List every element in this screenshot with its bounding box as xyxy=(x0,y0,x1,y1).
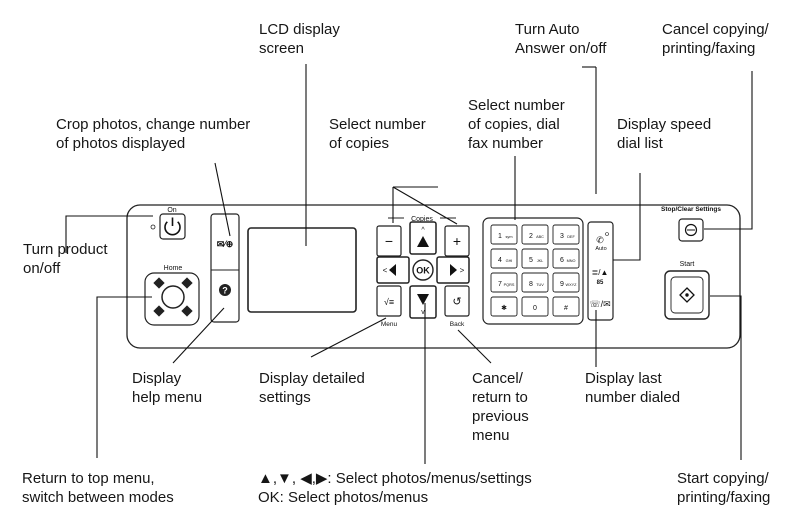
keypad-key-letters: sym xyxy=(506,235,513,239)
up-arrow-icon xyxy=(417,236,429,247)
callout-arrows: ▲,▼, ◀,▶: Select photos/menus/settings xyxy=(258,470,532,487)
keypad-key-letters: WXYZ xyxy=(566,283,578,287)
callout-help-menu: Display help menu xyxy=(132,370,203,406)
right-arrow-icon xyxy=(450,264,457,276)
copies-label: Copies xyxy=(411,216,433,223)
callout-turn-on: Turn product on/off xyxy=(23,241,108,277)
left-caret-icon: < xyxy=(383,266,388,275)
up-caret-icon: ^ xyxy=(421,227,425,234)
plus-icon: + xyxy=(453,233,461,249)
callout-auto-answer: Turn Auto Answer on/off xyxy=(515,21,607,57)
power-button[interactable] xyxy=(159,213,186,240)
keypad-key[interactable] xyxy=(521,296,549,317)
keypad-key-letters: TUV xyxy=(536,283,544,287)
keypad-key-number: 7 xyxy=(498,281,502,288)
fax-column xyxy=(587,221,614,321)
keypad-key[interactable] xyxy=(490,272,518,293)
callout-select-copies: Select number of copies xyxy=(329,116,426,152)
keypad-key-number: 1 xyxy=(498,233,502,240)
lcd-screen xyxy=(247,227,357,313)
callout-lcd: LCD display screen xyxy=(259,21,340,57)
right-caret-icon: > xyxy=(460,266,465,275)
back-button[interactable] xyxy=(444,285,470,317)
keypad-key-letters: ABC xyxy=(536,235,544,239)
keypad-key-number: 0 xyxy=(533,305,537,312)
menu-icon: √≡ xyxy=(384,297,394,307)
stop-label: Stop/Clear Settings xyxy=(661,206,721,213)
keypad-key[interactable] xyxy=(552,272,580,293)
back-label: Back xyxy=(450,321,465,328)
keypad-key[interactable] xyxy=(552,296,580,317)
keypad-key-number: 5 xyxy=(529,257,533,264)
auto-label: Auto xyxy=(595,246,606,252)
on-label: On xyxy=(167,207,176,214)
callout-cancel-copying: Cancel copying/ printing/faxing xyxy=(662,21,769,57)
ok-button[interactable] xyxy=(412,259,434,281)
keypad-key[interactable] xyxy=(490,224,518,245)
keypad-key[interactable] xyxy=(521,248,549,269)
keypad-key-number: 6 xyxy=(560,257,564,264)
keypad-key-number: 9 xyxy=(560,281,564,288)
left-control-column xyxy=(210,213,240,323)
keypad-key-number: # xyxy=(564,305,568,312)
copies-minus-button[interactable] xyxy=(376,225,402,257)
keypad-key-number: 2 xyxy=(529,233,533,240)
mode-icons xyxy=(153,277,193,317)
phone-icon[interactable]: ✆ xyxy=(596,235,604,245)
callout-start-copying: Start copying/ printing/faxing xyxy=(677,470,771,506)
menu-label: Menu xyxy=(381,321,398,328)
keypad-key-letters: JKL xyxy=(537,259,544,263)
stop-icon xyxy=(684,223,698,237)
callout-ok: OK: Select photos/menus xyxy=(258,489,429,506)
callout-copies-dial: Select number of copies, dial fax number xyxy=(468,97,565,152)
keypad-key-number: 8 xyxy=(529,281,533,288)
copies-plus-button[interactable] xyxy=(444,225,470,257)
callout-top-menu: Return to top menu, switch between modes xyxy=(22,470,174,506)
keypad-key-number: ✱ xyxy=(501,304,507,312)
keypad-key-letters: DEF xyxy=(567,235,575,239)
back-icon: ↺ xyxy=(452,296,461,308)
start-label: Start xyxy=(680,261,695,268)
start-icon xyxy=(679,287,695,303)
callout-crop-photos: Crop photos, change number of photos dis… xyxy=(56,116,251,152)
keypad-key[interactable] xyxy=(521,224,549,245)
speed-dial-icon[interactable]: ≣/▲ xyxy=(592,268,609,277)
speed-dial-subicon: 85 xyxy=(597,280,604,286)
keypad-key-letters: MNO xyxy=(567,259,576,263)
keypad-key[interactable] xyxy=(490,296,518,317)
home-label: Home xyxy=(164,265,183,272)
keypad-key[interactable] xyxy=(552,248,580,269)
ok-label: OK xyxy=(416,266,430,276)
down-caret-icon: v xyxy=(421,309,425,316)
callout-speed-dial: Display speed dial list xyxy=(617,116,712,152)
crop-zoom-icon[interactable]: ✉⁄⊕ xyxy=(217,239,234,249)
keypad-key[interactable] xyxy=(521,272,549,293)
left-arrow-icon xyxy=(389,264,396,276)
keypad-key-letters: GHI xyxy=(506,259,513,263)
redial-icon[interactable]: ☏/✉ xyxy=(589,299,610,309)
callout-back: Cancel/ return to previous menu xyxy=(472,370,529,444)
on-indicator-icon xyxy=(150,224,156,230)
down-arrow-icon xyxy=(417,294,429,305)
keypad-key-number: 4 xyxy=(498,257,502,264)
keypad-key[interactable] xyxy=(552,224,580,245)
help-button[interactable] xyxy=(219,284,231,296)
menu-button[interactable] xyxy=(376,285,402,317)
callout-last-number: Display last number dialed xyxy=(585,370,681,406)
keypad-key-letters: PQRS xyxy=(504,283,515,287)
help-icon: ? xyxy=(222,286,228,296)
home-center-button[interactable] xyxy=(161,285,185,309)
power-icon xyxy=(164,217,181,236)
leader-lines xyxy=(65,64,753,464)
keypad-key[interactable] xyxy=(490,248,518,269)
minus-icon: − xyxy=(385,233,393,249)
callout-detailed-settings: Display detailed settings xyxy=(259,370,365,406)
keypad-key-number: 3 xyxy=(560,233,564,240)
